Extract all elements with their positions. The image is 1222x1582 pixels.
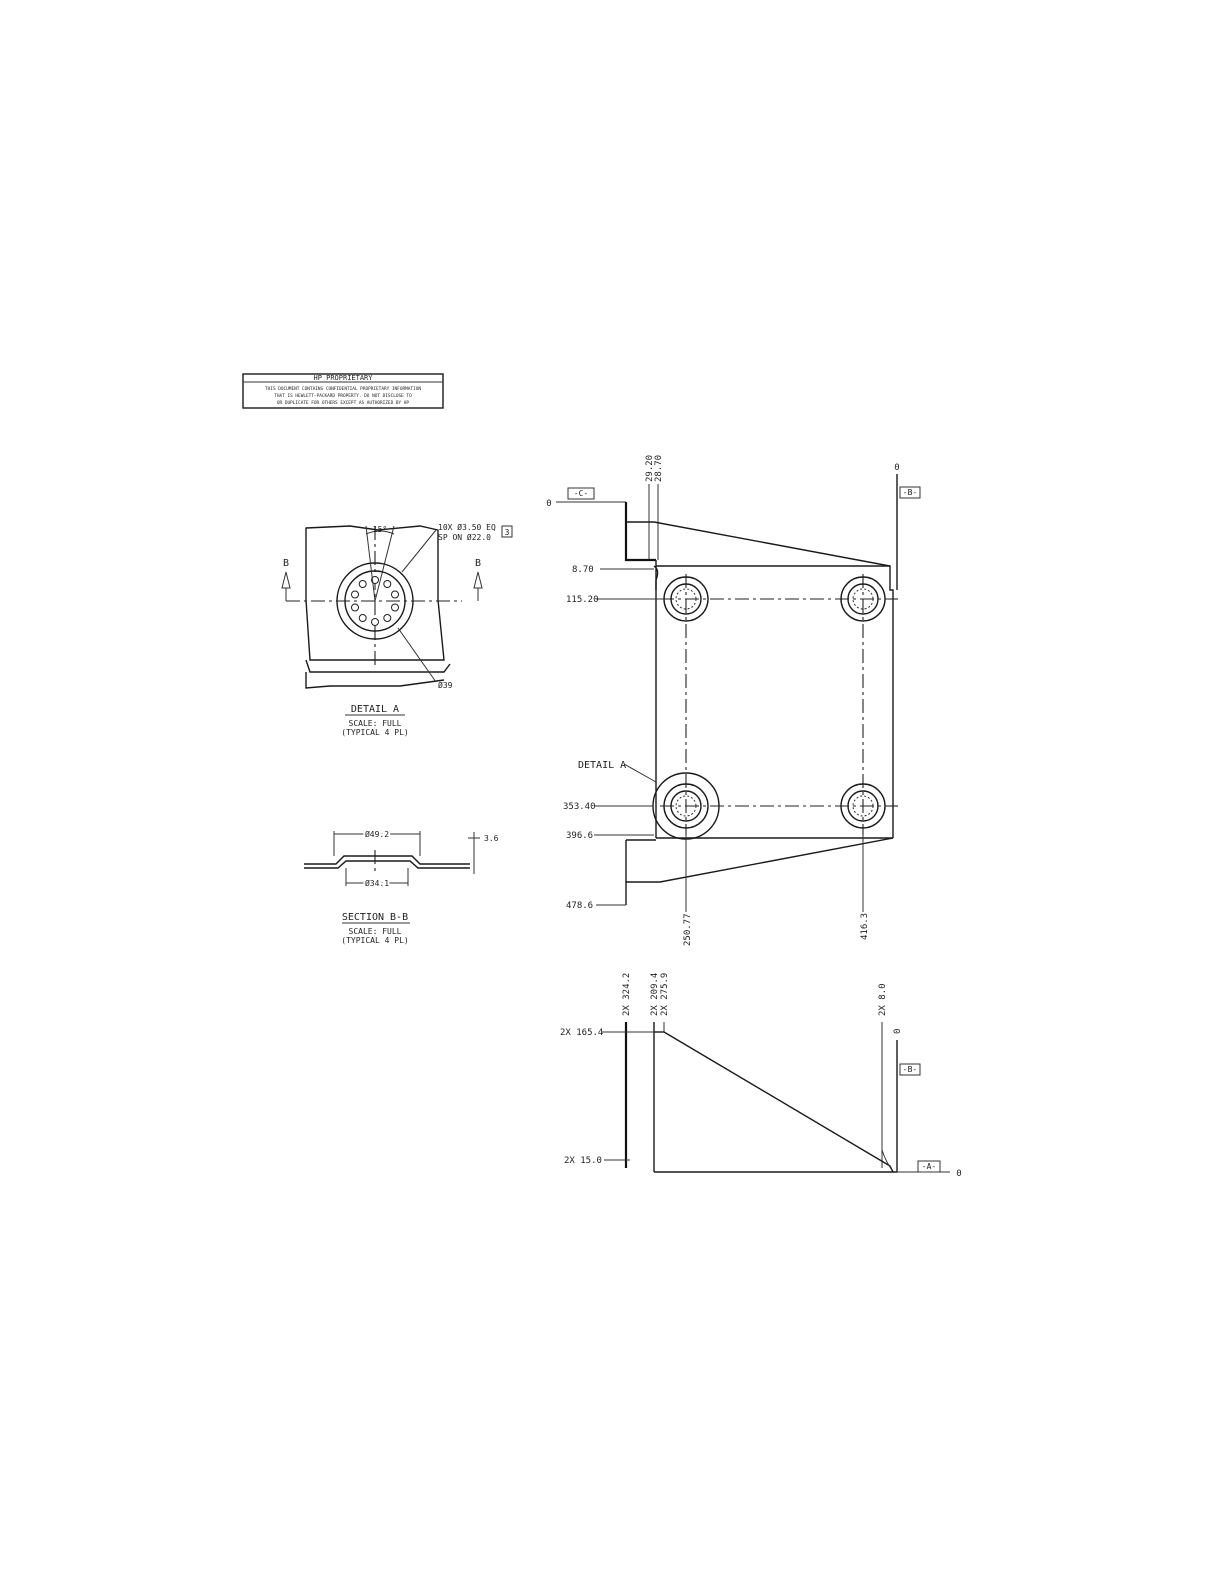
stamp-line-2: THAT IS HEWLETT-PACKARD PROPERTY. DO NOT… bbox=[274, 393, 412, 399]
hole bbox=[351, 603, 359, 612]
side-top-dim-2: 2X 209.4 bbox=[650, 973, 660, 1016]
angle-dimension: 15° bbox=[373, 525, 387, 534]
hole bbox=[358, 614, 367, 622]
boss-bottom-right bbox=[840, 783, 886, 829]
plan-left-dim-4: 396.6 bbox=[566, 831, 593, 841]
plan-left-dim-3: 353.40 bbox=[563, 802, 596, 812]
hole bbox=[351, 590, 359, 599]
stamp-line-3: OR DUPLICATE FOR OTHERS EXCEPT AS AUTHOR… bbox=[277, 400, 410, 406]
plan-datum-b-label: -B- bbox=[903, 488, 917, 497]
plan-zero-left: 0 bbox=[546, 499, 551, 509]
section-bb-view: Ø49.2 Ø34.1 3.6 SECTION B-B SCALE: FULL … bbox=[304, 827, 499, 945]
section-arrow-left-icon bbox=[281, 571, 291, 589]
section-mark-left: B bbox=[283, 558, 289, 569]
side-datum-b-label: -B- bbox=[903, 1065, 917, 1074]
section-bb-title: SECTION B-B bbox=[342, 912, 408, 923]
holes-note-line-2: SP ON Ø22.0 bbox=[438, 532, 491, 542]
side-zero-right: 0 bbox=[956, 1169, 961, 1179]
note-flag: 3 bbox=[505, 528, 510, 537]
datum-c-label: -C- bbox=[574, 489, 588, 498]
hole bbox=[358, 580, 367, 588]
side-left-dim-1: 2X 165.4 bbox=[560, 1028, 603, 1038]
hole bbox=[383, 614, 392, 622]
side-datum-a-label: -A- bbox=[922, 1162, 936, 1171]
side-slope-line bbox=[663, 1031, 894, 1173]
plan-left-dim-1: 8.70 bbox=[572, 565, 594, 575]
detail-a-title: DETAIL A bbox=[351, 704, 399, 715]
hole bbox=[391, 603, 399, 612]
detail-a-typical: (TYPICAL 4 PL) bbox=[341, 728, 408, 737]
hole bbox=[371, 618, 379, 626]
side-zero-top: 0 bbox=[893, 1029, 903, 1034]
side-left-dim-2: 2X 15.0 bbox=[564, 1156, 602, 1166]
side-view: 2X 324.2 2X 209.4 2X 275.9 2X 8.0 0 -B- … bbox=[560, 973, 962, 1179]
plan-bottom-dim-2: 416.3 bbox=[860, 913, 870, 940]
boss-outer-circle bbox=[336, 562, 414, 640]
section-mark-right: B bbox=[475, 558, 481, 569]
section-bb-typical: (TYPICAL 4 PL) bbox=[341, 936, 408, 945]
plan-left-dim-5: 478.6 bbox=[566, 901, 593, 911]
section-top-diameter: Ø49.2 bbox=[365, 829, 389, 839]
boss-inner-circle bbox=[344, 570, 406, 632]
proprietary-stamp: HP PROPRIETARY THIS DOCUMENT CONTAINS CO… bbox=[242, 373, 444, 409]
plan-top-dim-2: 28.70 bbox=[654, 455, 664, 482]
section-arrow-right-icon bbox=[473, 571, 483, 589]
side-top-dim-4: 2X 8.0 bbox=[878, 983, 888, 1016]
plan-top-dim-1: 29.20 bbox=[645, 455, 655, 482]
side-top-dim-1: 2X 324.2 bbox=[622, 973, 632, 1016]
section-bb-scale: SCALE: FULL bbox=[349, 927, 402, 936]
detail-a-callout: DETAIL A bbox=[578, 760, 626, 771]
plan-part-outline bbox=[626, 521, 894, 838]
outer-diameter-note: Ø39 bbox=[438, 680, 453, 690]
detail-a-plate-outline bbox=[305, 525, 445, 661]
side-top-dim-3: 2X 275.9 bbox=[660, 973, 670, 1016]
boss-top-right bbox=[840, 576, 886, 622]
plan-view: 0 -C- 29.20 28.70 0 -B- bbox=[546, 455, 921, 946]
plan-bottom-dim-1: 250.77 bbox=[683, 913, 693, 946]
section-profile-top bbox=[304, 855, 470, 865]
holes-note-line-1: 10X Ø3.50 EQ bbox=[438, 522, 496, 532]
section-thickness: 3.6 bbox=[484, 834, 499, 843]
section-profile-bottom bbox=[304, 860, 470, 869]
stamp-title: HP PROPRIETARY bbox=[313, 374, 373, 382]
detail-a-view: 15° 10X Ø3.50 EQ SP ON Ø22.0 3 Ø39 B B D… bbox=[281, 522, 513, 737]
detail-a-scale: SCALE: FULL bbox=[349, 719, 402, 728]
hole bbox=[383, 580, 392, 588]
plan-left-dim-2: 115.20 bbox=[566, 595, 599, 605]
detail-a-hole-pattern bbox=[351, 576, 399, 626]
hole bbox=[391, 590, 399, 599]
hole bbox=[371, 576, 379, 584]
stamp-line-1: THIS DOCUMENT CONTAINS CONFIDENTIAL PROP… bbox=[265, 386, 421, 392]
section-bottom-diameter: Ø34.1 bbox=[365, 878, 389, 888]
plan-zero-top: 0 bbox=[894, 463, 899, 473]
